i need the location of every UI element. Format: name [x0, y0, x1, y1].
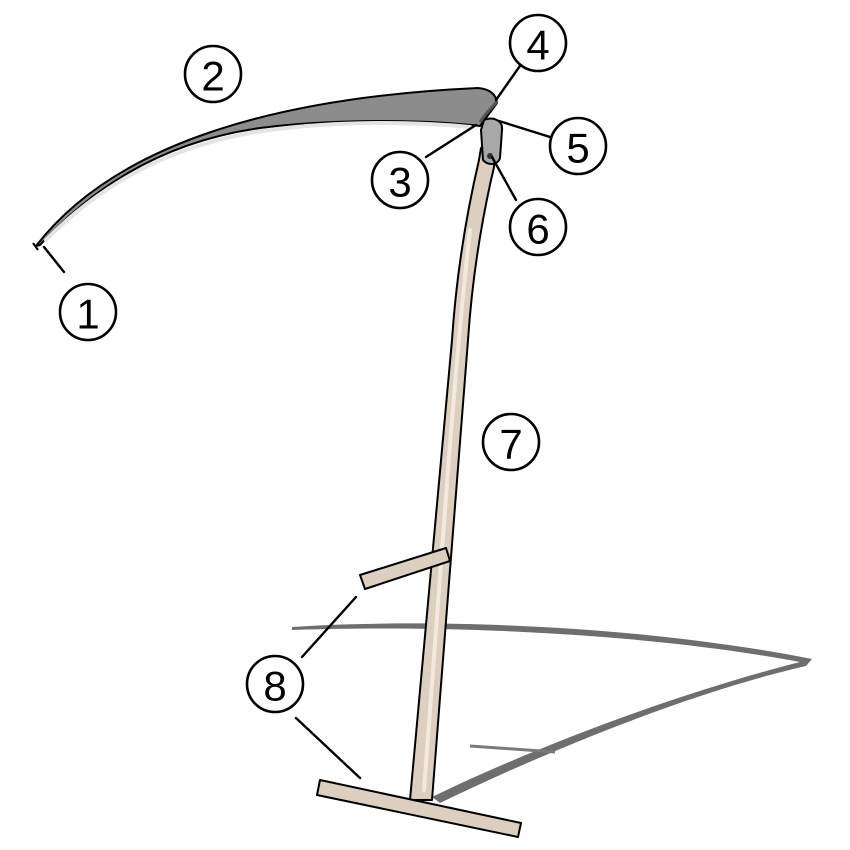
snath-highlight: [422, 228, 472, 792]
leader-5: [497, 119, 552, 139]
leader-lines: [42, 61, 552, 780]
leader-8b: [294, 716, 362, 780]
blade-body: [35, 87, 498, 247]
callout-6-label: 6: [526, 206, 549, 253]
leader-6: [490, 155, 518, 202]
leader-4: [494, 61, 524, 102]
snath: [409, 147, 496, 801]
callout-1-label: 1: [76, 291, 99, 338]
ferrule-ring: [480, 117, 504, 165]
callout-4: 4: [508, 13, 568, 73]
callout-5-label: 5: [566, 125, 589, 172]
cast-shadow: [292, 623, 812, 803]
callout-6: 6: [508, 197, 568, 257]
callout-7-label: 7: [499, 421, 522, 468]
upper-handle: [359, 547, 451, 590]
callout-5: 5: [548, 116, 608, 176]
callout-8-label: 8: [263, 663, 286, 710]
snath-shaft: [409, 147, 496, 801]
callout-2: 2: [183, 44, 243, 104]
leader-1: [42, 245, 66, 274]
ferrule: [478, 100, 504, 165]
callout-1: 1: [58, 282, 118, 342]
blade-shadow: [292, 623, 812, 803]
blade-edge-highlight: [44, 120, 472, 242]
tang-shadow: [469, 744, 556, 754]
callout-3-label: 3: [388, 159, 411, 206]
blade: [32, 87, 498, 251]
lower-handle: [316, 779, 522, 838]
handles: [316, 547, 522, 838]
leader-3: [424, 123, 478, 159]
leader-8a: [300, 595, 358, 659]
callout-2-label: 2: [201, 53, 224, 100]
callout-8: 8: [245, 654, 305, 714]
blade-point-mark: [32, 242, 39, 251]
callout-7: 7: [481, 412, 541, 472]
callout-3: 3: [370, 150, 430, 210]
tang: [478, 100, 499, 123]
callout-4-label: 4: [526, 22, 549, 69]
